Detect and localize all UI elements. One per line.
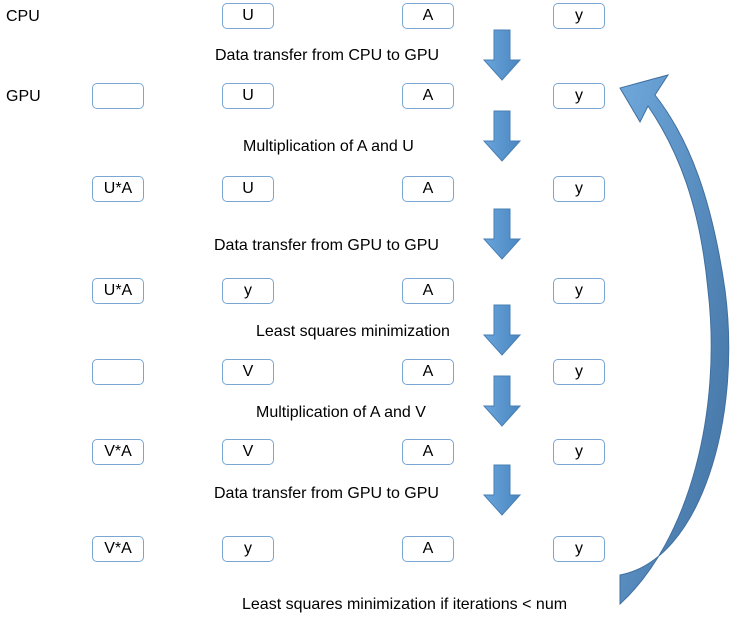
row5-result-box: V*A: [92, 439, 144, 465]
row6-result-box: V*A: [92, 536, 144, 562]
gpu-y-box: y: [553, 83, 605, 109]
down-arrow-3-icon: [482, 208, 522, 260]
cpu-a-box: A: [402, 3, 454, 29]
row5-v-box: V: [222, 439, 274, 465]
row4-y-box: y: [553, 359, 605, 385]
row3-result-box: U*A: [92, 278, 144, 304]
cpu-row-label: CPU: [6, 8, 40, 25]
step-label-4: Least squares minimization: [256, 323, 450, 340]
step-label-1: Data transfer from CPU to GPU: [215, 47, 440, 64]
row2-a-box: A: [402, 176, 454, 202]
cpu-u-box: U: [222, 3, 274, 29]
loop-arrow-icon: [619, 74, 730, 606]
down-arrow-1-icon: [482, 29, 522, 81]
down-arrow-4-icon: [482, 304, 522, 356]
row6-y2-box: y: [553, 536, 605, 562]
gpu-row-label: GPU: [6, 88, 41, 105]
row2-y-box: y: [553, 176, 605, 202]
gpu-u-box: U: [222, 83, 274, 109]
row6-y-box: y: [222, 536, 274, 562]
row4-a-box: A: [402, 359, 454, 385]
row4-result-box: [92, 359, 144, 385]
step-label-2: Multiplication of A and U: [243, 138, 414, 155]
step-label-5: Multiplication of A and V: [256, 404, 426, 421]
row2-u-box: U: [222, 176, 274, 202]
loop-label: Least squares minimization if iterations…: [242, 596, 568, 613]
down-arrow-6-icon: [482, 464, 522, 516]
row3-a-box: A: [402, 278, 454, 304]
cpu-y-box: y: [553, 3, 605, 29]
step-label-6: Data transfer from GPU to GPU: [214, 485, 439, 502]
row4-v-box: V: [222, 359, 274, 385]
down-arrow-2-icon: [482, 110, 522, 162]
row5-y-box: y: [553, 439, 605, 465]
row5-a-box: A: [402, 439, 454, 465]
gpu-a-box: A: [402, 83, 454, 109]
step-label-3: Data transfer from GPU to GPU: [214, 237, 439, 254]
down-arrow-5-icon: [482, 375, 522, 427]
row6-a-box: A: [402, 536, 454, 562]
row3-y-box: y: [222, 278, 274, 304]
row3-y2-box: y: [553, 278, 605, 304]
gpu-result-box: [92, 83, 144, 109]
row2-result-box: U*A: [92, 176, 144, 202]
